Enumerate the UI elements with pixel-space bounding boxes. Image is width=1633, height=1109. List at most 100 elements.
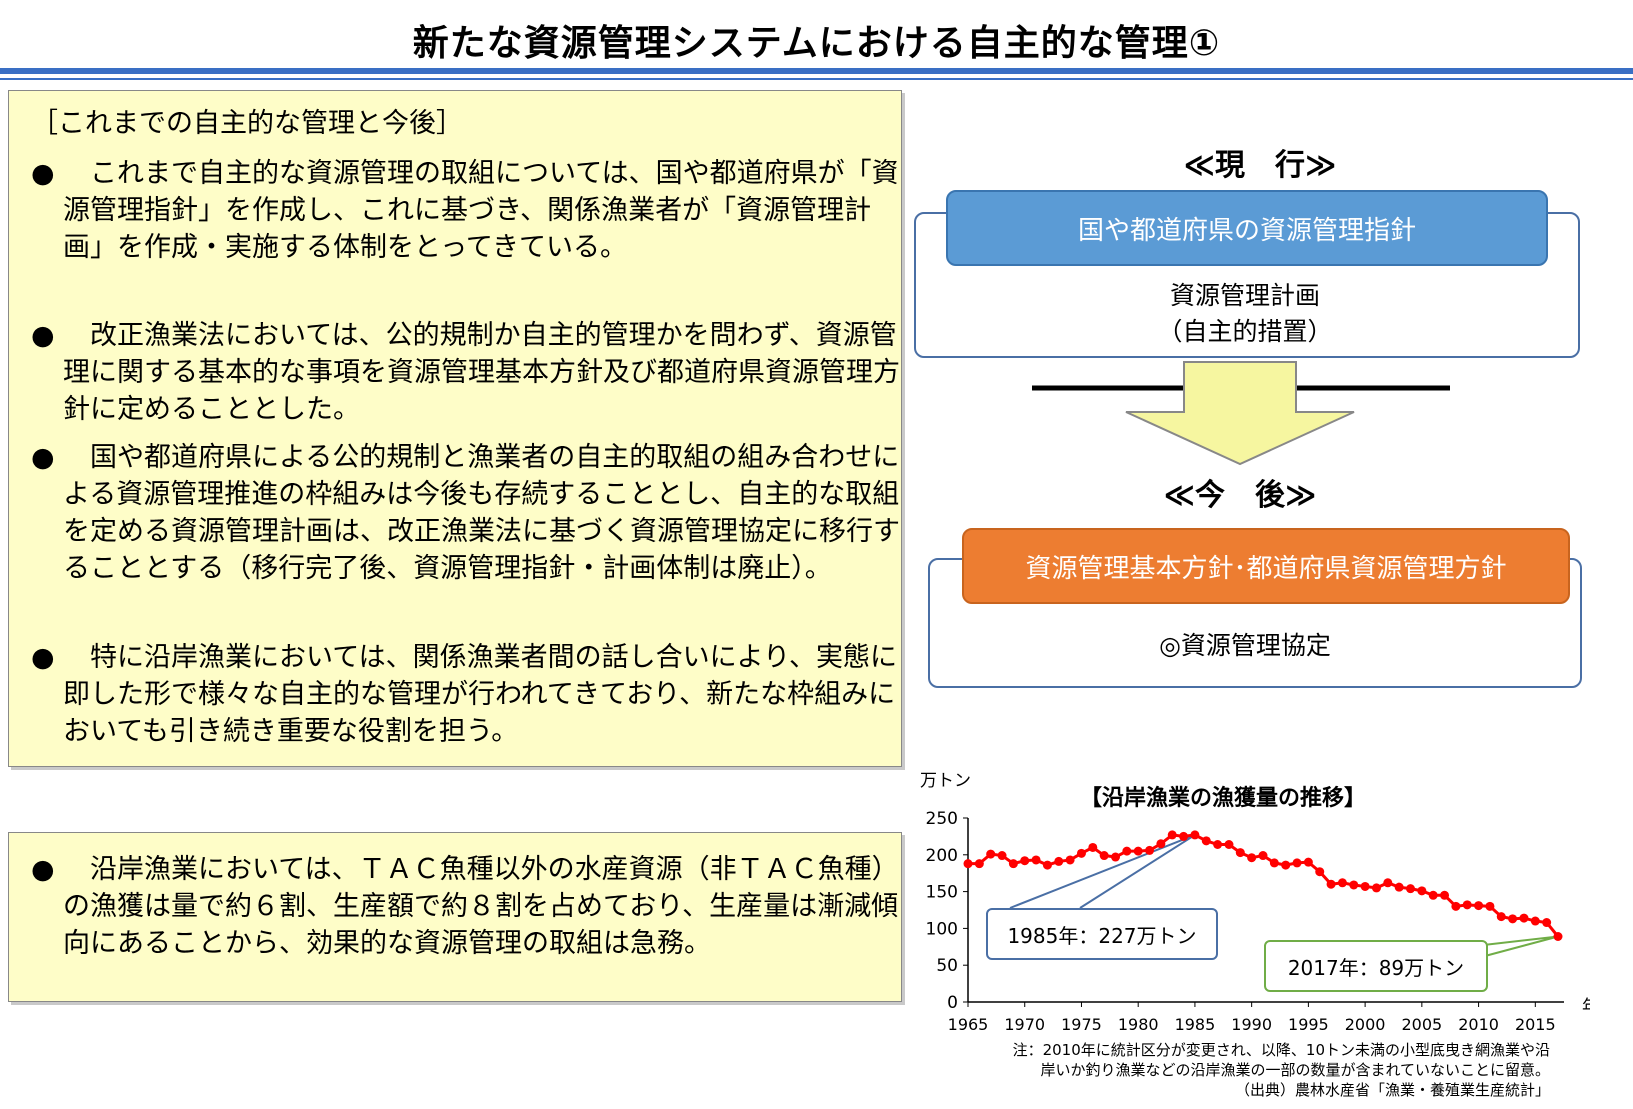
data-point <box>1269 858 1279 868</box>
data-point <box>1394 882 1404 892</box>
bullet-text: 国や都道府県による公的規制と漁業者の自主的取組の組み合わせによる資源管理推進の枠… <box>63 442 900 584</box>
data-point <box>1190 830 1200 840</box>
bullet-dot: ● <box>31 854 55 885</box>
data-point <box>963 859 973 869</box>
data-point <box>1303 857 1313 867</box>
coastal-fishery-box: ● 沿岸漁業においては、ＴＡＣ魚種以外の水産資源（非ＴＡＣ魚種）の漁獲は量で約６… <box>8 832 902 1002</box>
x-axis-label: 年 <box>1582 997 1590 1017</box>
future-policy-pill: 資源管理基本方針･都道府県資源管理方針 <box>962 528 1570 604</box>
data-point <box>1440 890 1450 900</box>
data-point <box>1417 886 1427 896</box>
y-tick-label: 150 <box>926 883 958 903</box>
data-point <box>1008 859 1018 869</box>
data-point <box>986 849 996 859</box>
data-point <box>1076 848 1086 858</box>
data-point <box>1371 883 1381 893</box>
data-point <box>1428 890 1438 900</box>
x-tick-label: 1980 <box>1118 1015 1159 1034</box>
data-point <box>1496 912 1506 922</box>
y-tick-label: 200 <box>926 846 958 866</box>
y-tick-label: 50 <box>936 956 958 976</box>
transition-arrow <box>1032 361 1450 466</box>
data-point <box>1247 853 1257 863</box>
data-point <box>1020 856 1030 866</box>
page-title: 新たな資源管理システムにおける自主的な管理① <box>412 23 1221 64</box>
callout-1985: 1985年：227万トン <box>986 908 1218 960</box>
chart-note-line-2: 岸いか釣り漁業などの沿岸漁業の一部の数量が含まれていないことに留意。 <box>1040 1061 1550 1079</box>
data-point <box>1167 830 1177 840</box>
y-tick-label: 0 <box>947 993 958 1013</box>
data-point <box>1224 839 1234 849</box>
data-point <box>1360 881 1370 891</box>
data-point <box>1156 839 1166 849</box>
data-point <box>1258 851 1268 861</box>
bullet-text: これまで自主的な資源管理の取組については、国や都道府県が「資源管理指針」を作成し… <box>63 158 899 263</box>
current-plan-sublabel: （自主的措置） <box>1157 317 1333 346</box>
data-point <box>974 859 984 869</box>
bullet-text: 改正漁業法においては、公的規制か自主的管理かを問わず、資源管理に関する基本的な事… <box>63 320 900 425</box>
data-point <box>1292 858 1302 868</box>
title-rule-thin <box>0 78 1633 80</box>
data-point <box>1519 913 1529 923</box>
data-point <box>1485 901 1495 911</box>
data-point <box>1451 901 1461 911</box>
future-agreement-text: ◎資源管理協定 <box>1159 631 1331 660</box>
chart-source: （出典）農林水産省「漁業・養殖業生産統計」 <box>1234 1081 1550 1099</box>
bullet-text: 沿岸漁業においては、ＴＡＣ魚種以外の水産資源（非ＴＡＣ魚種）の漁獲は量で約６割、… <box>63 854 899 959</box>
data-point <box>1088 842 1098 852</box>
data-point <box>1553 931 1563 941</box>
data-point <box>1111 852 1120 862</box>
data-point <box>1099 851 1109 861</box>
data-point <box>1315 867 1325 877</box>
data-point <box>1179 831 1189 841</box>
data-point <box>1406 884 1415 894</box>
chart-notes: 注：2010年に統計区分が変更され、以降、10トン未満の小型底曳き網漁業や沿 岸… <box>900 1040 1550 1100</box>
y-tick-label: 100 <box>926 919 958 939</box>
data-point <box>1065 855 1075 865</box>
data-point <box>1031 855 1041 865</box>
current-header: ≪現 行≫ <box>1183 148 1337 183</box>
data-point <box>997 851 1007 861</box>
y-tick-label: 250 <box>926 809 958 829</box>
down-arrow-shape <box>1125 361 1355 466</box>
data-point <box>1530 916 1540 926</box>
callout-1985-pointer <box>1009 833 1196 909</box>
bullet-dot: ● <box>31 158 55 189</box>
data-point <box>1213 839 1223 849</box>
bullet-dot: ● <box>31 442 55 473</box>
chart-note-line-1: 注：2010年に統計区分が変更され、以降、10トン未満の小型底曳き網漁業や沿 <box>1012 1041 1550 1059</box>
data-point <box>1122 846 1132 856</box>
current-guideline-pill: 国や都道府県の資源管理指針 <box>946 190 1548 266</box>
data-point <box>1542 918 1552 928</box>
title-rule-thick <box>0 68 1633 74</box>
data-point <box>1326 879 1336 889</box>
current-plan-text: 資源管理計画 （自主的措置） <box>1095 278 1395 350</box>
explanation-heading: ［これまでの自主的な管理と今後］ <box>31 108 463 139</box>
data-point <box>1133 846 1143 856</box>
x-tick-label: 1985 <box>1175 1015 1216 1034</box>
data-point <box>1042 860 1052 870</box>
x-tick-label: 1995 <box>1288 1015 1329 1034</box>
x-tick-label: 2005 <box>1401 1015 1442 1034</box>
data-point <box>1054 856 1064 866</box>
data-point <box>1235 848 1245 858</box>
x-tick-label: 1975 <box>1061 1015 1102 1034</box>
data-point <box>1145 845 1155 855</box>
data-point <box>1337 878 1347 888</box>
y-axis-unit: 万トン <box>920 771 971 791</box>
x-tick-label: 2000 <box>1345 1015 1386 1034</box>
bullet-text: 特に沿岸漁業においては、関係漁業者間の話し合いにより、実態に即した形で様々な自主… <box>63 642 898 747</box>
data-point <box>1349 880 1359 890</box>
bullet-dot: ● <box>31 642 55 673</box>
chart-title: 【沿岸漁業の漁獲量の推移】 <box>1080 786 1367 811</box>
current-plan-label: 資源管理計画 <box>1169 281 1320 310</box>
data-point <box>1462 900 1472 910</box>
data-point <box>1201 836 1211 846</box>
explanation-box: ［これまでの自主的な管理と今後］ ● これまで自主的な資源管理の取組については、… <box>8 90 902 767</box>
x-tick-label: 1970 <box>1004 1015 1045 1034</box>
x-tick-label: 2015 <box>1515 1015 1556 1034</box>
future-header: ≪今 後≫ <box>1163 478 1317 513</box>
x-tick-label: 1965 <box>948 1015 989 1034</box>
x-tick-label: 2010 <box>1458 1015 1499 1034</box>
